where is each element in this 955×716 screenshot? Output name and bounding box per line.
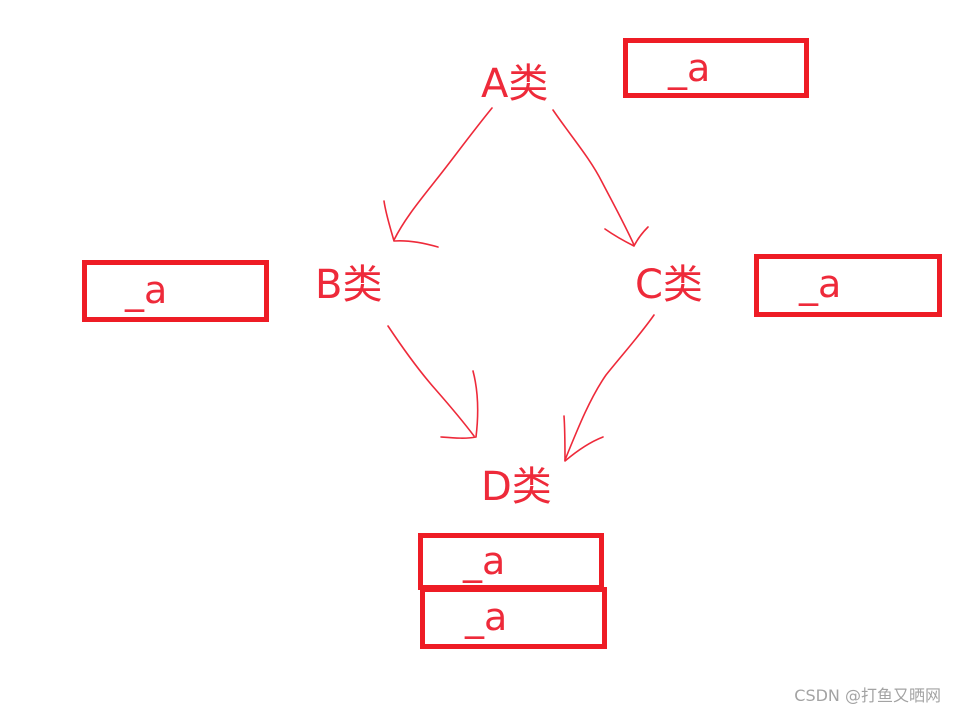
arrow-a-to-c — [552, 109, 635, 246]
node-c-label: C类 — [635, 262, 703, 308]
node-d-attr-text-1: _a — [463, 539, 506, 583]
arrow-a-to-b-head — [383, 200, 439, 248]
arrow-c-to-d — [564, 314, 655, 461]
node-a-label: A类 — [481, 61, 549, 107]
node-c-attr-text: _a — [799, 262, 842, 306]
node-b-attr-box: _a — [82, 260, 269, 322]
arrow-c-to-d-head — [563, 415, 604, 462]
node-d-label: D类 — [481, 464, 552, 510]
arrow-a-to-b — [393, 107, 493, 241]
node-a-attr-text: _a — [668, 46, 711, 90]
node-b-attr-text: _a — [125, 268, 168, 312]
arrow-a-to-c-head — [604, 226, 649, 247]
watermark: CSDN @打鱼又晒网 — [794, 686, 941, 705]
node-d-attr-box-1: _a — [418, 533, 604, 590]
node-d-attr-text-2: _a — [465, 595, 508, 639]
node-d-attr-box-2: _a — [420, 587, 607, 649]
node-b-label: B类 — [315, 262, 383, 308]
node-c-attr-box: _a — [754, 254, 942, 317]
node-a-attr-box: _a — [623, 38, 809, 98]
arrow-b-to-d — [387, 325, 475, 437]
arrow-b-to-d-head — [440, 370, 479, 439]
